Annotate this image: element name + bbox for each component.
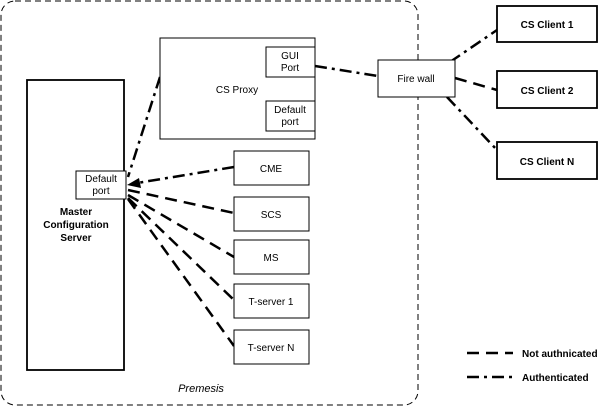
- cs-client-2-box: [496, 70, 598, 109]
- legend: Not authnicated Authenticated: [467, 349, 598, 384]
- cs-proxy-label: CS Proxy: [216, 85, 258, 96]
- edge-firewall-to-client-2: [454, 76, 498, 92]
- edge-master-to-scs: [127, 188, 235, 215]
- connections: [126, 28, 498, 347]
- cs-client-1-node: CS Client 1: [496, 5, 598, 43]
- tserver-1-label: T-server 1: [248, 297, 293, 308]
- edge-firewall-to-client-1: [449, 28, 498, 64]
- cme-label: CME: [260, 164, 283, 175]
- master-server-box: [26, 79, 125, 371]
- scs-box: [233, 196, 310, 232]
- tserver-1-box: [233, 283, 310, 319]
- arrowhead-into-master-port: [127, 178, 141, 188]
- proxy-default-port: Default port: [265, 100, 316, 132]
- scs-node: SCS: [233, 196, 310, 232]
- edge-master-to-tserver-1: [127, 197, 235, 301]
- cs-client-n-label: CS Client N: [520, 157, 574, 168]
- gui-port-line-2: Port: [281, 63, 300, 74]
- proxy-default-port-box: [265, 100, 316, 132]
- firewall: Fire wall: [377, 59, 456, 98]
- gui-port: GUI Port: [265, 46, 316, 78]
- ms-node: MS: [233, 239, 310, 275]
- edge-master-to-ms: [127, 193, 235, 259]
- edge-master-to-tserver-n: [126, 198, 236, 347]
- master-configuration-server: Master Configuration Server: [26, 79, 125, 371]
- cs-client-1-label: CS Client 1: [521, 20, 574, 31]
- edge-gui-port-to-firewall: [314, 64, 379, 78]
- tserver-n-node: T-server N: [233, 329, 310, 365]
- master-label-line-2: Configuration: [43, 220, 109, 231]
- firewall-label: Fire wall: [397, 74, 434, 85]
- gui-port-line-1: GUI: [281, 51, 299, 62]
- master-label-line-1: Master: [60, 207, 92, 218]
- master-label-line-3: Server: [60, 233, 91, 244]
- edge-cme-to-master: [136, 165, 235, 185]
- master-default-port: Default port: [75, 170, 127, 200]
- legend-not-authenticated-label: Not authnicated: [522, 349, 598, 360]
- master-default-port-line-1: Default: [85, 174, 117, 185]
- premises-label: Premesis: [178, 383, 224, 395]
- cs-client-1-box: [496, 5, 598, 43]
- master-default-port-line-2: port: [92, 186, 109, 197]
- cme-box: [233, 150, 310, 186]
- cs-client-2-node: CS Client 2: [496, 70, 598, 109]
- legend-authenticated-label: Authenticated: [522, 373, 589, 384]
- premises-boundary: [0, 0, 419, 406]
- master-default-port-box: [75, 170, 127, 200]
- tserver-n-label: T-server N: [248, 343, 295, 354]
- edge-firewall-to-client-n: [446, 96, 498, 151]
- ms-label: MS: [264, 253, 279, 264]
- proxy-default-port-line-2: port: [281, 117, 298, 128]
- tserver-1-node: T-server 1: [233, 283, 310, 319]
- proxy-default-port-line-1: Default: [274, 105, 306, 116]
- gui-port-box: [265, 46, 316, 78]
- ms-box: [233, 239, 310, 275]
- tserver-n-box: [233, 329, 310, 365]
- cs-client-n-node: CS Client N: [496, 141, 598, 180]
- cs-client-2-label: CS Client 2: [521, 86, 574, 97]
- cme-node: CME: [233, 150, 310, 186]
- cs-client-n-box: [496, 141, 598, 180]
- scs-label: SCS: [261, 210, 282, 221]
- edge-proxy-to-master: [126, 76, 162, 178]
- firewall-box: [377, 59, 456, 98]
